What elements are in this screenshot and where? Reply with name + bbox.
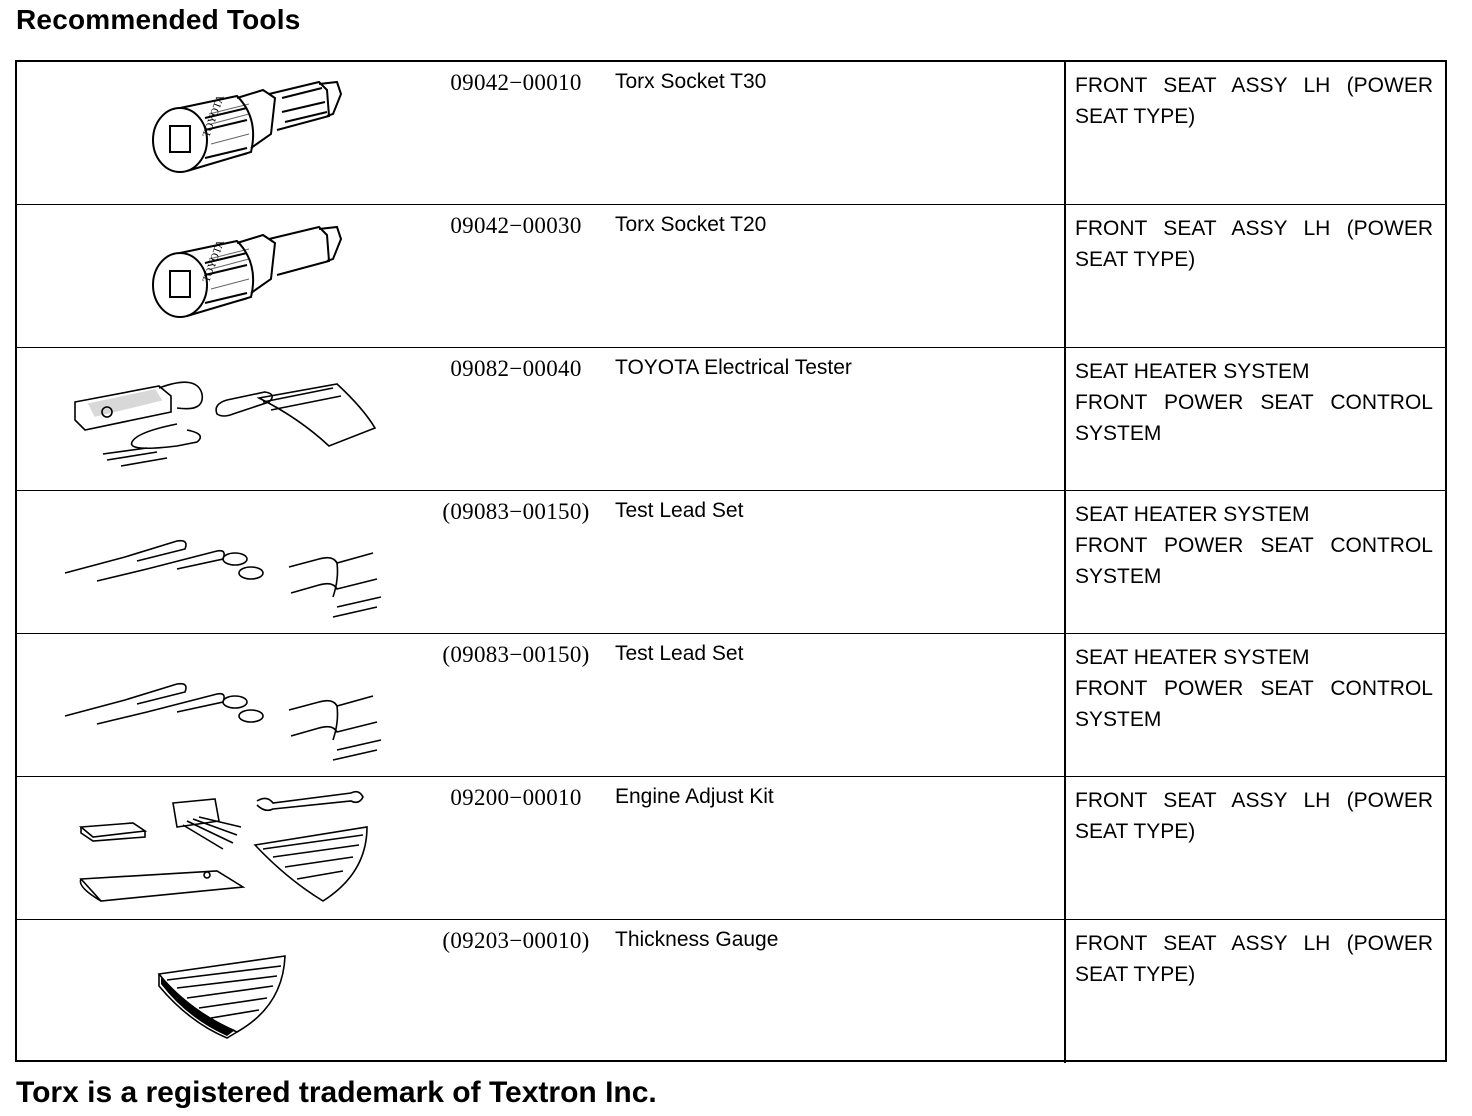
usage-line: FRONT POWER SEAT CONTROL bbox=[1075, 677, 1433, 700]
part-number: 09042−00030 bbox=[450, 213, 582, 238]
table-row: (09083−00150) Test Lead Set SEAT HEATER … bbox=[17, 491, 1445, 634]
column-divider bbox=[1064, 634, 1066, 776]
table-row: TOYOTA 09042−00030 Torx Socket T20 FRONT… bbox=[17, 205, 1445, 348]
usage-line: FRONT SEAT ASSY LH (POWER bbox=[1075, 74, 1433, 97]
column-divider bbox=[1064, 491, 1066, 633]
usage-text: SEAT HEATER SYSTEM FRONT POWER SEAT CONT… bbox=[1075, 499, 1433, 592]
column-divider bbox=[1064, 348, 1066, 490]
usage-text: FRONT SEAT ASSY LH (POWER SEAT TYPE) bbox=[1075, 785, 1433, 847]
usage-line: SEAT HEATER SYSTEM bbox=[1075, 360, 1310, 383]
table-row: 09200−00010 Engine Adjust Kit FRONT SEAT… bbox=[17, 777, 1445, 920]
part-number: 09042−00010 bbox=[450, 70, 582, 95]
usage-line: SEAT TYPE) bbox=[1075, 105, 1196, 128]
tool-name: Torx Socket T30 bbox=[615, 70, 767, 93]
usage-line: SEAT HEATER SYSTEM bbox=[1075, 503, 1310, 526]
tool-name: Engine Adjust Kit bbox=[615, 785, 774, 808]
trademark-note: Torx is a registered trademark of Textro… bbox=[16, 1076, 657, 1109]
part-number: (09083−00150) bbox=[442, 642, 590, 667]
torx-socket-illustration: TOYOTA bbox=[37, 68, 417, 198]
usage-line: SYSTEM bbox=[1075, 565, 1162, 588]
test-lead-set-illustration bbox=[37, 497, 417, 627]
tools-table: TOYOTA 09042−00010 Torx Socket T30 FRONT… bbox=[15, 60, 1447, 1063]
usage-line: FRONT POWER SEAT CONTROL bbox=[1075, 534, 1433, 557]
tool-name: TOYOTA Electrical Tester bbox=[615, 356, 852, 379]
thickness-gauge-illustration bbox=[37, 926, 417, 1056]
svg-text:TOYOTA: TOYOTA bbox=[201, 238, 227, 284]
usage-line: FRONT SEAT ASSY LH (POWER bbox=[1075, 217, 1433, 240]
column-divider bbox=[1064, 920, 1066, 1063]
part-number: (09203−00010) bbox=[442, 928, 590, 953]
table-row: (09203−00010) Thickness Gauge FRONT SEAT… bbox=[17, 920, 1445, 1063]
usage-line: FRONT POWER SEAT CONTROL bbox=[1075, 391, 1433, 414]
tool-name: Test Lead Set bbox=[615, 642, 744, 665]
usage-text: FRONT SEAT ASSY LH (POWER SEAT TYPE) bbox=[1075, 928, 1433, 990]
usage-line: SEAT TYPE) bbox=[1075, 820, 1196, 843]
svg-text:TOYOTA: TOYOTA bbox=[201, 93, 227, 139]
column-divider bbox=[1064, 62, 1066, 204]
electrical-tester-illustration bbox=[37, 354, 417, 484]
engine-adjust-kit-illustration bbox=[37, 783, 417, 913]
table-row: 09082−00040 TOYOTA Electrical Tester SEA… bbox=[17, 348, 1445, 491]
column-divider bbox=[1064, 777, 1066, 919]
usage-line: SEAT TYPE) bbox=[1075, 248, 1196, 271]
usage-line: SEAT TYPE) bbox=[1075, 963, 1196, 986]
tool-name: Test Lead Set bbox=[615, 499, 744, 522]
test-lead-set-illustration bbox=[37, 640, 417, 770]
usage-line: FRONT SEAT ASSY LH (POWER bbox=[1075, 789, 1433, 812]
part-number: 09082−00040 bbox=[450, 356, 582, 381]
torx-socket-illustration: TOYOTA bbox=[37, 211, 417, 341]
usage-text: SEAT HEATER SYSTEM FRONT POWER SEAT CONT… bbox=[1075, 356, 1433, 449]
page-title: Recommended Tools bbox=[16, 4, 301, 35]
table-row: TOYOTA 09042−00010 Torx Socket T30 FRONT… bbox=[17, 62, 1445, 205]
usage-line: SYSTEM bbox=[1075, 708, 1162, 731]
usage-line: SYSTEM bbox=[1075, 422, 1162, 445]
usage-line: FRONT SEAT ASSY LH (POWER bbox=[1075, 932, 1433, 955]
tool-name: Torx Socket T20 bbox=[615, 213, 767, 236]
usage-text: SEAT HEATER SYSTEM FRONT POWER SEAT CONT… bbox=[1075, 642, 1433, 735]
column-divider bbox=[1064, 205, 1066, 347]
table-row: (09083−00150) Test Lead Set SEAT HEATER … bbox=[17, 634, 1445, 777]
part-number: 09200−00010 bbox=[450, 785, 582, 810]
tool-name: Thickness Gauge bbox=[615, 928, 779, 951]
part-number: (09083−00150) bbox=[442, 499, 590, 524]
usage-text: FRONT SEAT ASSY LH (POWER SEAT TYPE) bbox=[1075, 70, 1433, 132]
usage-text: FRONT SEAT ASSY LH (POWER SEAT TYPE) bbox=[1075, 213, 1433, 275]
usage-line: SEAT HEATER SYSTEM bbox=[1075, 646, 1310, 669]
